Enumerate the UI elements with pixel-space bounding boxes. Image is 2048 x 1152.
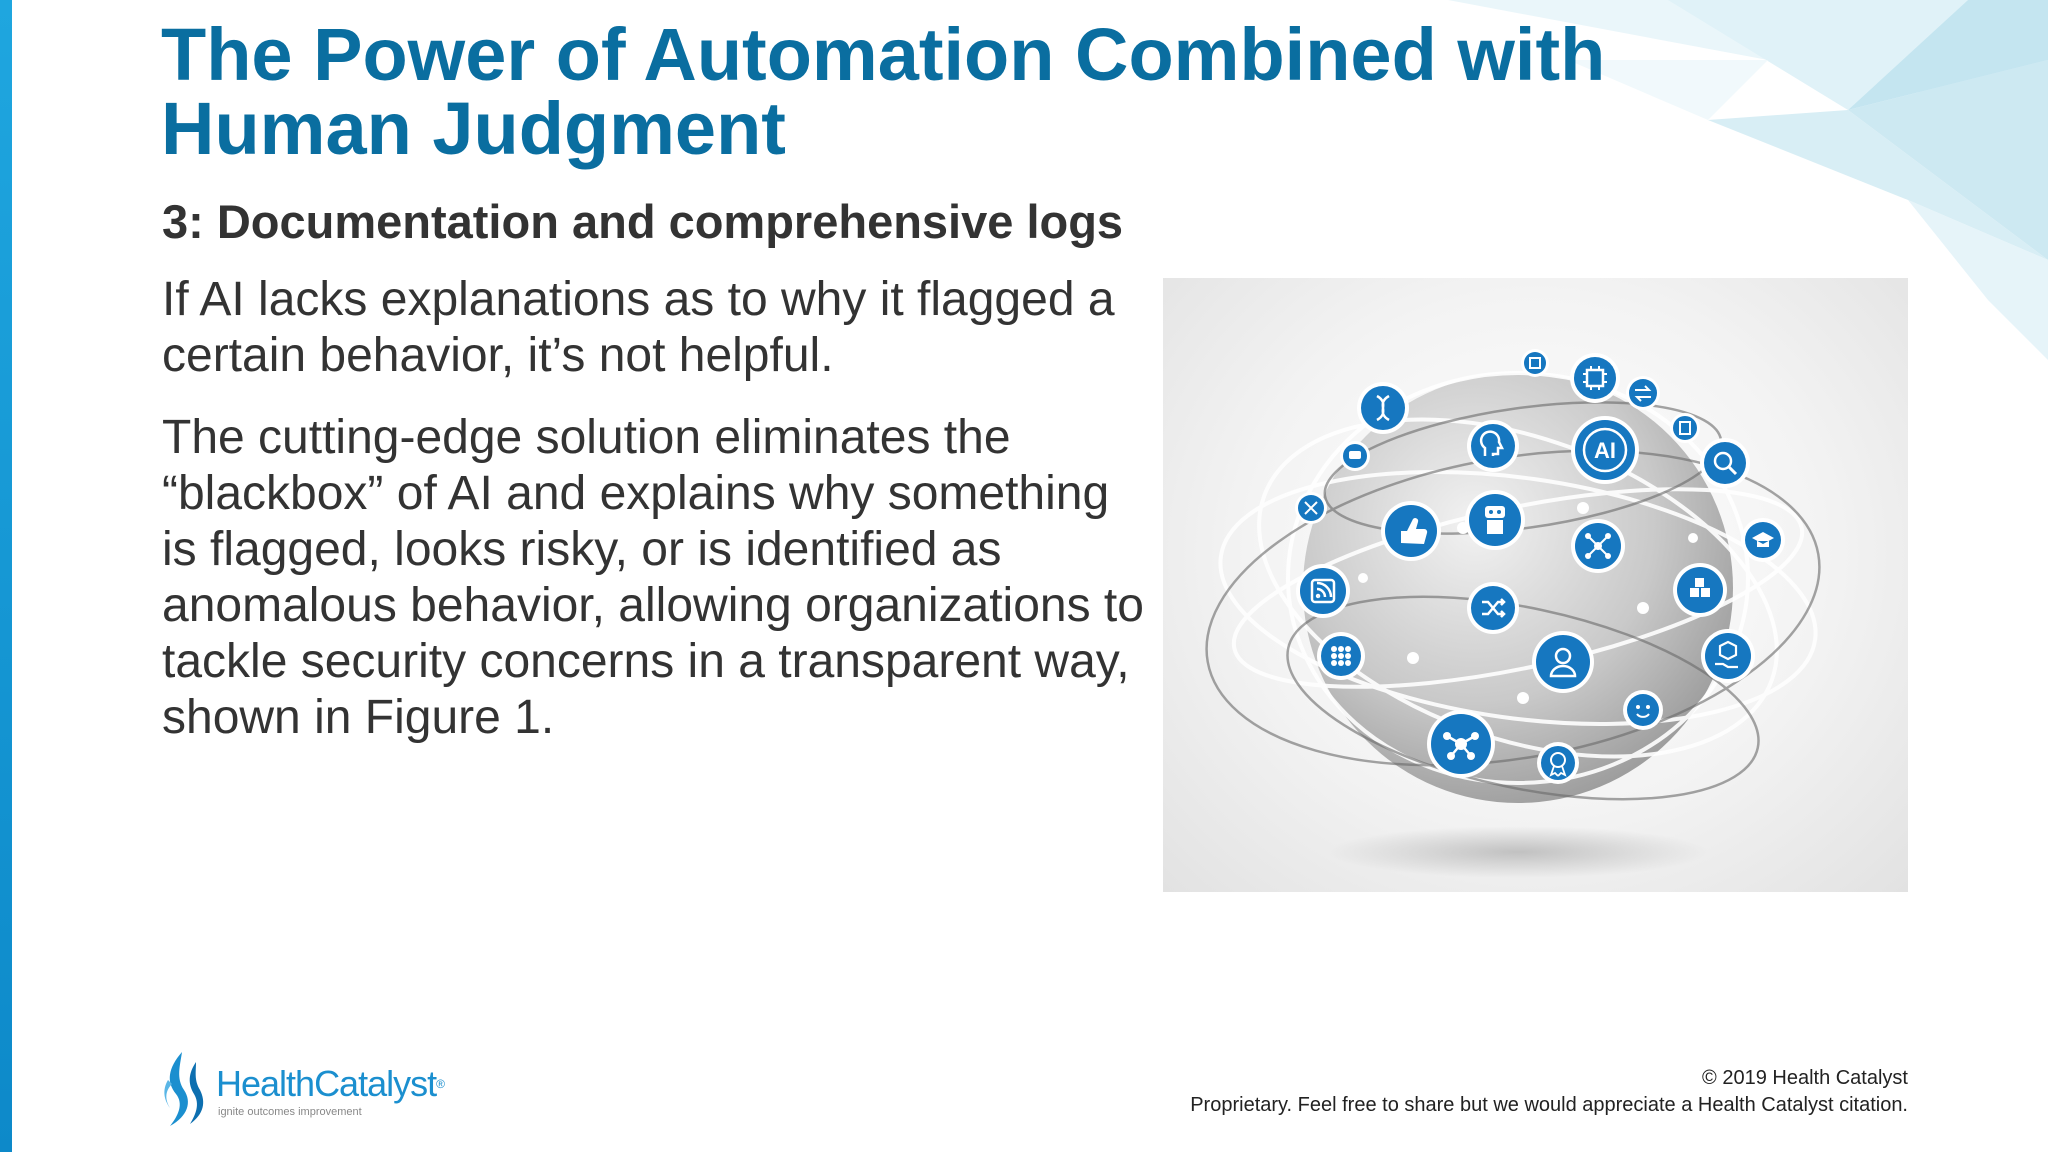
rss-icon bbox=[1296, 564, 1350, 618]
smiley-icon bbox=[1623, 690, 1663, 730]
dna-icon bbox=[1357, 382, 1409, 434]
logo-wordmark: HealthCatalyst® bbox=[216, 1063, 445, 1104]
icon-badges: AI bbox=[1295, 349, 1785, 784]
slide-title: The Power of Automation Combined with Hu… bbox=[161, 13, 1606, 170]
globe-sphere bbox=[1303, 373, 1733, 803]
logo-tagline: ignite outcomes improvement bbox=[218, 1106, 362, 1118]
chip-icon bbox=[1521, 349, 1549, 377]
ai-badge-label: AI bbox=[1594, 438, 1616, 463]
arrows-icon bbox=[1626, 376, 1660, 410]
grid-dots-icon bbox=[1317, 632, 1365, 680]
award-icon bbox=[1537, 742, 1579, 784]
graduation-cap-icon bbox=[1741, 518, 1785, 562]
copyright-text: © 2019 Health Catalyst bbox=[1702, 1067, 1908, 1089]
flame-logo-icon bbox=[164, 1052, 204, 1126]
footer: © 2019 Health Catalyst Proprietary. Feel… bbox=[1190, 1065, 1908, 1119]
head-gears-icon bbox=[1467, 420, 1519, 472]
logo-name-part1: Health bbox=[216, 1063, 315, 1104]
body-text: If AI lacks explanations as to why it fl… bbox=[162, 272, 1152, 772]
logo-name-part2: Catalyst bbox=[314, 1063, 437, 1104]
left-accent-bar bbox=[0, 0, 12, 1152]
formula-icon bbox=[1295, 492, 1327, 524]
user-group-icon bbox=[1532, 631, 1594, 693]
document-icon bbox=[1670, 413, 1700, 443]
network-globe-figure: AI bbox=[1163, 278, 1908, 892]
node-dots bbox=[1358, 502, 1698, 783]
network-icon bbox=[1571, 519, 1625, 573]
proprietary-notice: Proprietary. Feel free to share but we w… bbox=[1190, 1094, 1908, 1116]
chip-large-icon bbox=[1570, 353, 1620, 403]
shuffle-icon bbox=[1467, 582, 1519, 634]
decorative-polygons bbox=[1448, 0, 2048, 360]
robot-icon bbox=[1465, 490, 1525, 550]
cubes-icon bbox=[1673, 563, 1727, 617]
slide-subtitle: 3: Documentation and comprehensive logs bbox=[162, 195, 1124, 248]
search-gear-icon bbox=[1700, 438, 1750, 488]
globe-illustration: AI bbox=[1205, 349, 1821, 878]
ai-icon: AI bbox=[1571, 416, 1639, 484]
network-hub-icon bbox=[1427, 710, 1495, 778]
box-hand-icon bbox=[1701, 629, 1755, 683]
paragraph-2: The cutting-edge solution eliminates the… bbox=[162, 411, 1144, 744]
chat-icon bbox=[1340, 441, 1370, 471]
logo-trademark: ® bbox=[436, 1077, 445, 1091]
globe-shadow bbox=[1328, 826, 1708, 878]
health-catalyst-logo: HealthCatalyst® ignite outcomes improvem… bbox=[160, 1050, 480, 1130]
paragraph-1: If AI lacks explanations as to why it fl… bbox=[162, 273, 1115, 382]
thumbs-up-icon bbox=[1381, 501, 1441, 561]
